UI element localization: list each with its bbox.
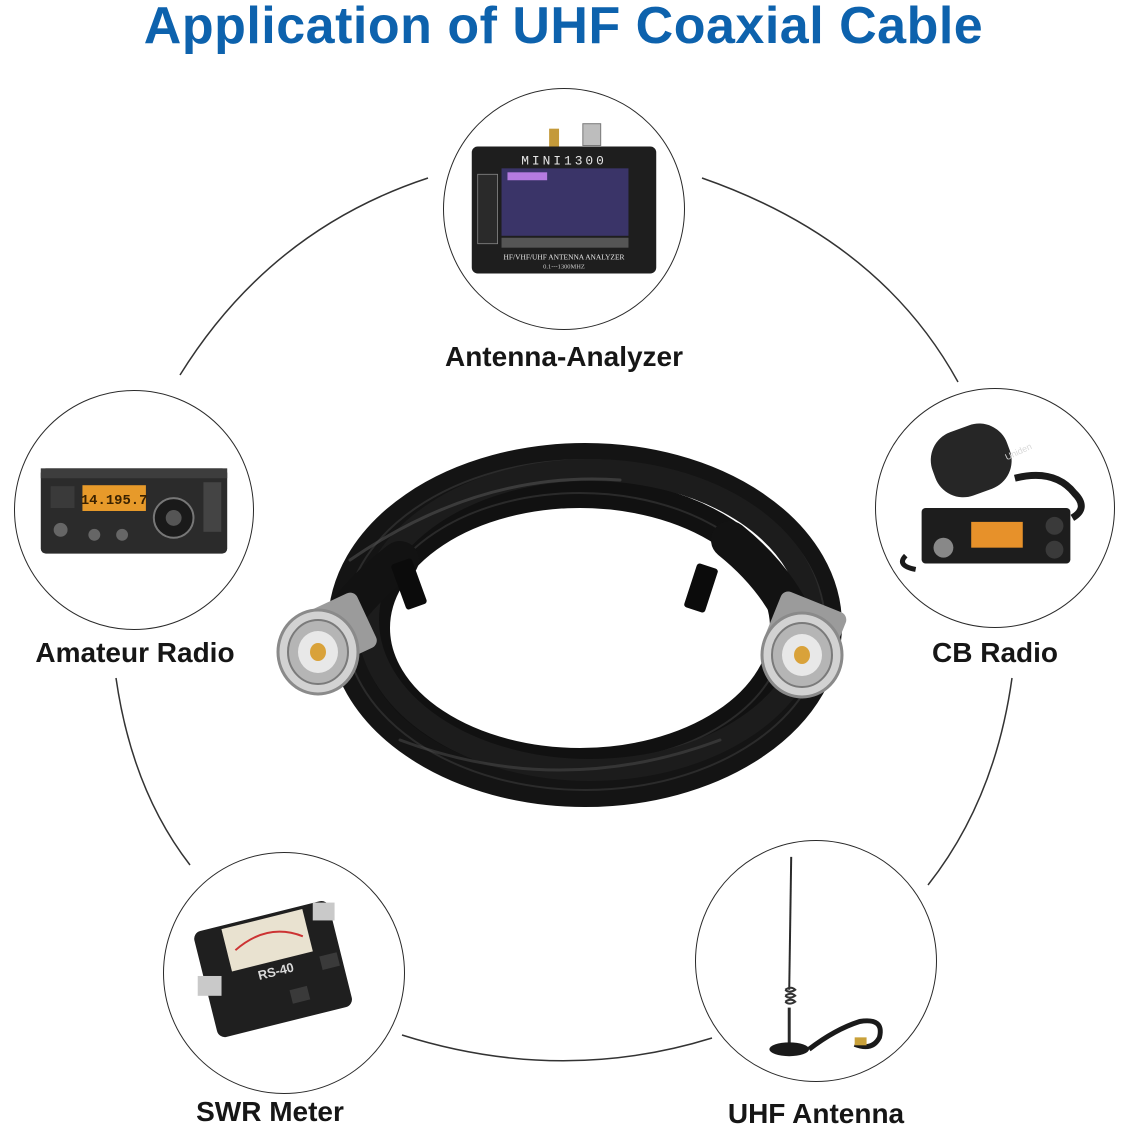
uhf-connector-left bbox=[276, 592, 377, 696]
uhf-connector-right bbox=[760, 591, 847, 699]
cable-coil bbox=[328, 443, 842, 807]
cable-tie-right bbox=[684, 563, 718, 613]
swr-meter-circle: RS-40 bbox=[163, 852, 405, 1094]
label-antenna-analyzer: Antenna-Analyzer bbox=[444, 341, 684, 372]
cb-radio-circle: Uniden bbox=[875, 388, 1115, 628]
analyzer-model: HF/VHF/UHF ANTENNA ANALYZER bbox=[504, 253, 625, 262]
antenna-analyzer-circle: MINI1300 HF/VHF/UHF ANTENNA ANALYZER 0.1… bbox=[443, 88, 685, 330]
analyzer-range: 0.1---1300MHZ bbox=[543, 264, 585, 271]
ring-arc-left bbox=[115, 677, 191, 866]
label-uhf-antenna: UHF Antenna bbox=[727, 1098, 905, 1129]
ring-arc-top-right bbox=[701, 177, 959, 383]
swr-meter-icon: RS-40 bbox=[194, 900, 352, 1038]
label-amateur-radio: Amateur Radio bbox=[35, 637, 235, 668]
amateur-radio-circle: 14.195.7 bbox=[14, 390, 254, 630]
analyzer-brand: MINI1300 bbox=[521, 153, 607, 168]
cb-mic-brand: Uniden bbox=[1004, 441, 1034, 462]
amateur-radio-icon: 14.195.7 bbox=[40, 468, 228, 554]
cable-tie-left bbox=[391, 558, 427, 610]
uhf-antenna-circle bbox=[695, 840, 937, 1082]
ring-arc-top-left bbox=[179, 177, 429, 376]
ring-arc-bottom bbox=[401, 1034, 713, 1062]
radio-frequency-display: 14.195.7 bbox=[81, 493, 148, 509]
cb-radio-icon: Uniden bbox=[900, 423, 1085, 572]
uhf-antenna-icon bbox=[769, 856, 883, 1057]
ring-arc-right bbox=[927, 677, 1013, 886]
label-cb-radio: CB Radio bbox=[932, 637, 1058, 668]
antenna-analyzer-icon: MINI1300 HF/VHF/UHF ANTENNA ANALYZER 0.1… bbox=[471, 123, 657, 274]
page-title: Application of UHF Coaxial Cable bbox=[143, 0, 984, 55]
label-swr-meter: SWR Meter bbox=[196, 1096, 344, 1127]
